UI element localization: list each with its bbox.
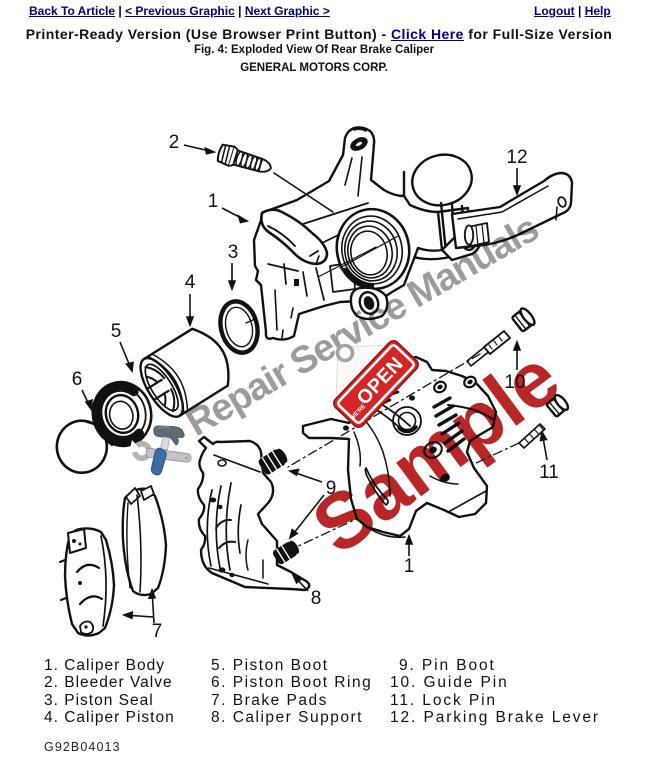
svg-text:2: 2 xyxy=(169,132,180,153)
svg-text:8: 8 xyxy=(311,588,322,609)
svg-text:1: 1 xyxy=(404,556,415,577)
svg-text:6: 6 xyxy=(72,369,83,390)
svg-text:4: 4 xyxy=(185,272,196,293)
svg-text:7: 7 xyxy=(152,621,163,642)
svg-text:5: 5 xyxy=(111,321,122,342)
svg-text:10: 10 xyxy=(504,372,525,393)
svg-text:3: 3 xyxy=(228,242,239,263)
svg-text:11: 11 xyxy=(539,462,559,483)
svg-text:12: 12 xyxy=(506,147,527,168)
svg-text:9: 9 xyxy=(326,478,337,499)
svg-text:1: 1 xyxy=(208,191,219,212)
